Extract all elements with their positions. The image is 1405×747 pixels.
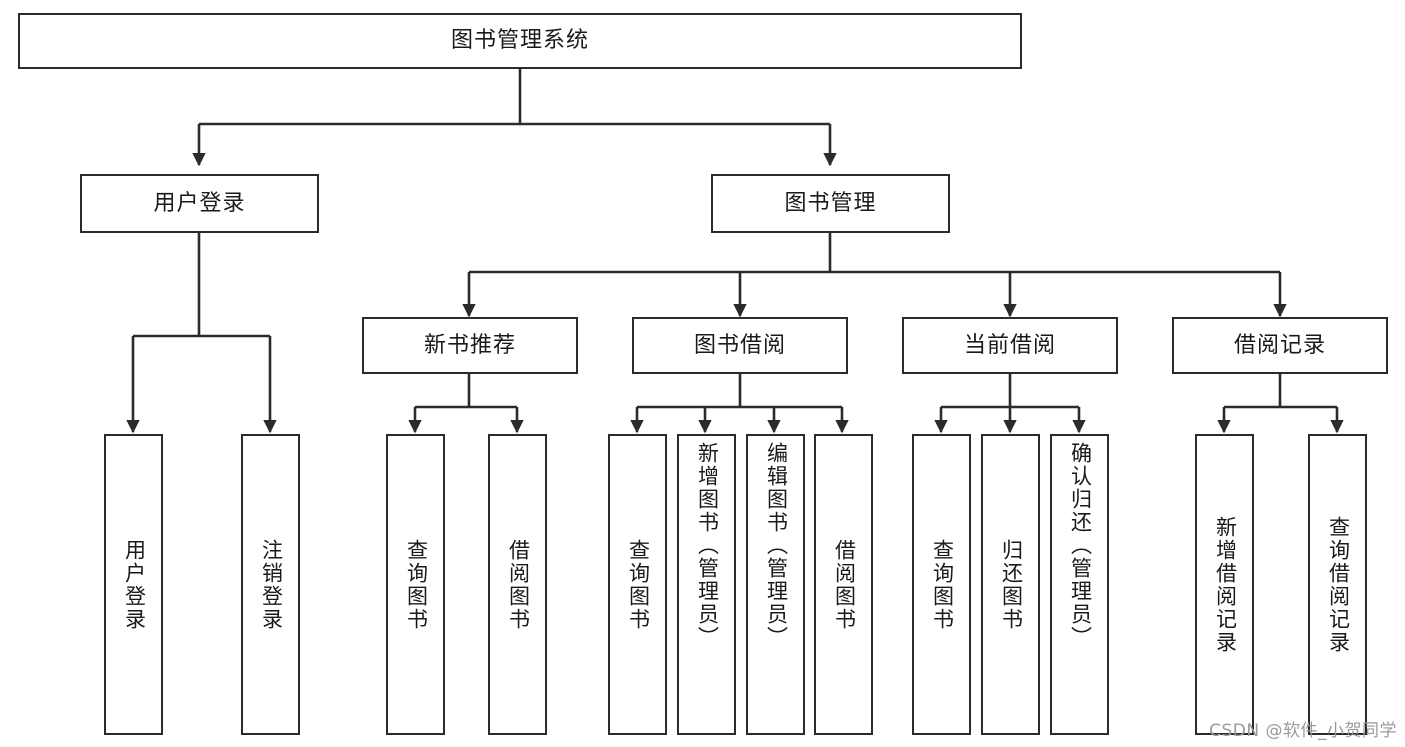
- leaf-query-book-borrow-label: 查询图书: [626, 538, 651, 631]
- node-current-borrow-label: 当前借阅: [963, 332, 1056, 358]
- leaf-query-book-recommend-label: 查询图书: [404, 538, 429, 631]
- leaf-query-book-current[interactable]: 查询图书: [912, 434, 971, 735]
- node-book-management[interactable]: 图书管理: [711, 174, 950, 233]
- node-borrow-record-label: 借阅记录: [1233, 332, 1326, 358]
- leaf-logout-label: 注销登录: [259, 538, 284, 631]
- leaf-logout[interactable]: 注销登录: [241, 434, 300, 735]
- node-borrow-record[interactable]: 借阅记录: [1172, 317, 1388, 374]
- node-new-book-recommend-label: 新书推荐: [423, 332, 516, 358]
- leaf-query-book-recommend[interactable]: 查询图书: [386, 434, 445, 735]
- leaf-edit-book-admin[interactable]: 编辑图书（管理员）: [746, 434, 805, 735]
- leaf-add-book-admin[interactable]: 新增图书（管理员）: [677, 434, 736, 735]
- node-root-label: 图书管理系统: [450, 28, 589, 53]
- leaf-return-book[interactable]: 归还图书: [981, 434, 1040, 735]
- leaf-add-book-admin-label: 新增图书（管理员）: [695, 442, 720, 649]
- node-root[interactable]: 图书管理系统: [18, 13, 1022, 69]
- leaf-confirm-return-admin-label: 确认归还（管理员）: [1068, 442, 1093, 649]
- node-user-login[interactable]: 用户登录: [80, 174, 319, 233]
- leaf-query-book-current-label: 查询图书: [930, 538, 955, 631]
- node-book-management-label: 图书管理: [784, 190, 877, 216]
- leaf-borrow-book-recommend-label: 借阅图书: [506, 538, 531, 631]
- node-new-book-recommend[interactable]: 新书推荐: [362, 317, 578, 374]
- leaf-user-login[interactable]: 用户登录: [104, 434, 163, 735]
- leaf-edit-book-admin-label: 编辑图书（管理员）: [764, 442, 789, 649]
- node-current-borrow[interactable]: 当前借阅: [902, 317, 1118, 374]
- node-book-borrow[interactable]: 图书借阅: [632, 317, 848, 374]
- node-book-borrow-label: 图书借阅: [693, 332, 786, 358]
- leaf-query-book-borrow[interactable]: 查询图书: [608, 434, 667, 735]
- leaf-add-borrow-record[interactable]: 新增借阅记录: [1195, 434, 1254, 735]
- leaf-confirm-return-admin[interactable]: 确认归还（管理员）: [1050, 434, 1109, 735]
- leaf-borrow-book-label: 借阅图书: [832, 538, 857, 631]
- leaf-borrow-book-recommend[interactable]: 借阅图书: [488, 434, 547, 735]
- leaf-query-borrow-record-label: 查询借阅记录: [1326, 515, 1351, 654]
- leaf-borrow-book[interactable]: 借阅图书: [814, 434, 873, 735]
- leaf-user-login-label: 用户登录: [122, 538, 147, 631]
- node-user-login-label: 用户登录: [153, 190, 246, 216]
- leaf-return-book-label: 归还图书: [999, 538, 1024, 631]
- leaf-add-borrow-record-label: 新增借阅记录: [1213, 515, 1238, 654]
- leaf-query-borrow-record[interactable]: 查询借阅记录: [1308, 434, 1367, 735]
